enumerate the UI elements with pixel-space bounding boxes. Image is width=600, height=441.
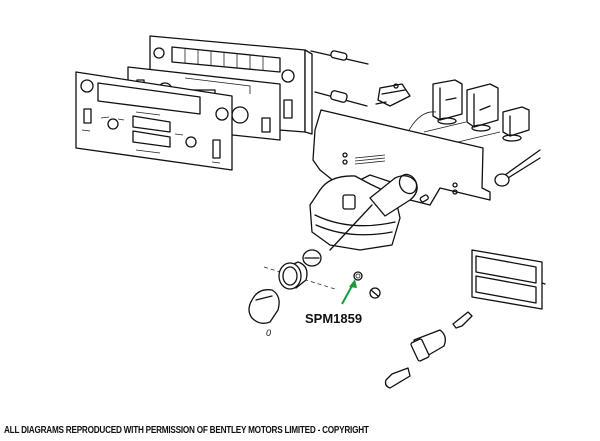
callout-arrow	[341, 279, 357, 305]
light-filter-lens	[471, 249, 546, 310]
terminal	[452, 311, 473, 329]
relay-3	[502, 106, 530, 142]
knob-zero-marking: 0	[266, 328, 272, 338]
potentiometer-motor	[309, 173, 429, 251]
connector-clip	[375, 83, 411, 107]
control-knob	[248, 289, 280, 324]
spacer	[369, 287, 381, 299]
relay-wires	[407, 111, 501, 143]
copyright-footer: ALL DIAGRAMS REPRODUCED WITH PERMISSION …	[4, 425, 369, 436]
nut	[353, 271, 363, 281]
led	[494, 149, 541, 187]
bulb	[384, 367, 411, 389]
part-number-callout: SPM1859	[305, 311, 363, 326]
diode	[314, 90, 368, 107]
relay-2	[466, 83, 499, 132]
relay-1	[432, 79, 463, 125]
front-fascia-panel	[75, 71, 233, 171]
bush	[302, 249, 322, 267]
shaft-sleeve	[278, 261, 308, 290]
bulb-holder	[410, 329, 446, 362]
resistor	[310, 50, 369, 65]
